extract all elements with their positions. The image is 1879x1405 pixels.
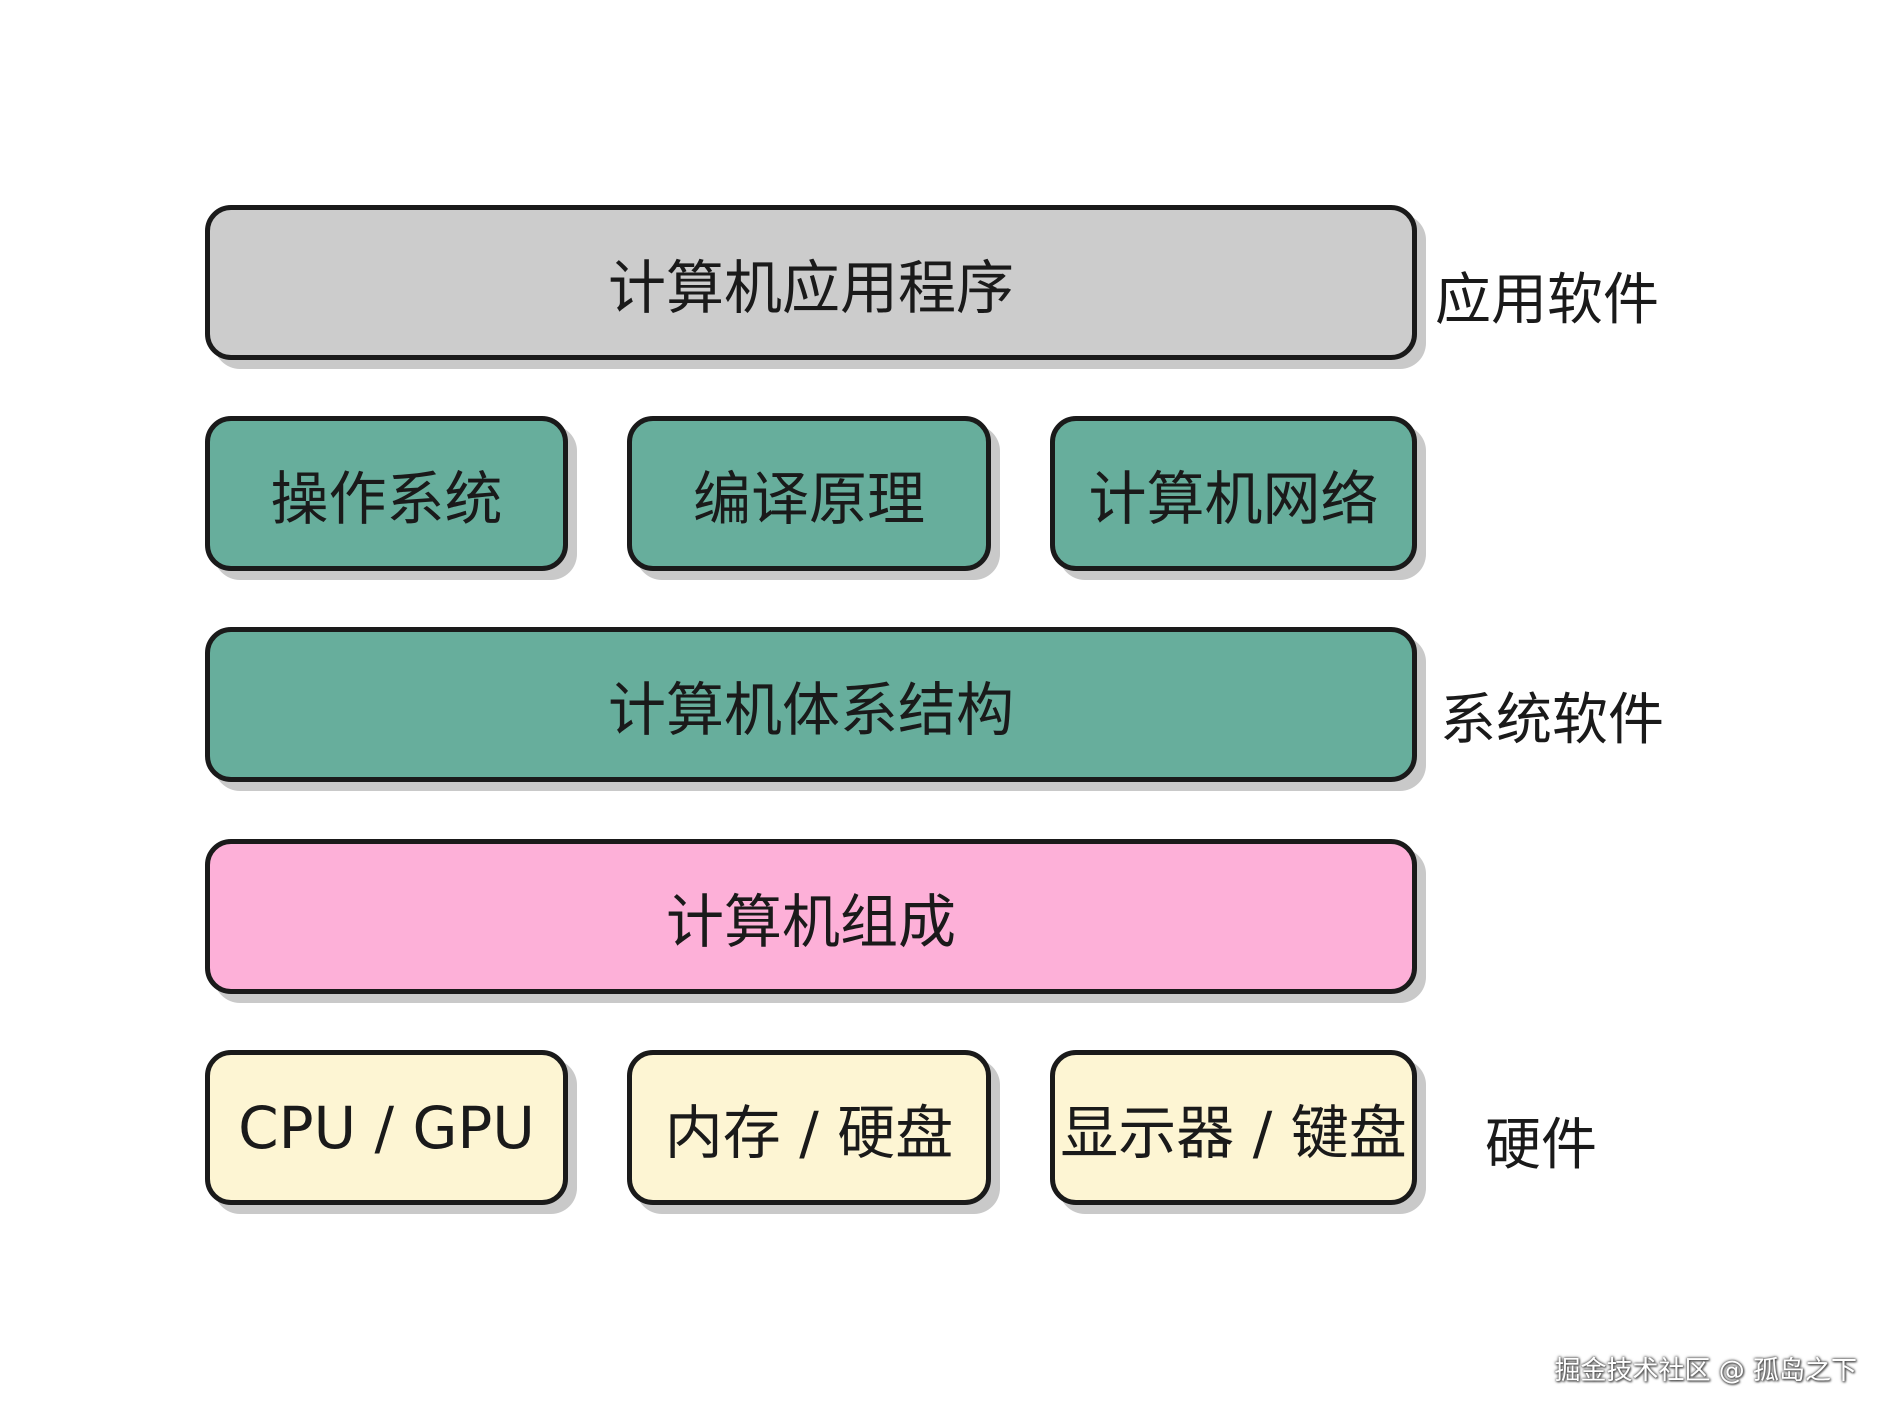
computer-network-box: 计算机网络 [1050,416,1417,571]
cpu-gpu-box: CPU / GPU [205,1050,568,1205]
memory-disk-label: 内存 / 硬盘 [664,1098,954,1167]
application-layer-label: 计算机应用程序 [607,253,1014,322]
display-keyboard-box: 显示器 / 键盘 [1050,1050,1417,1205]
compiler-principles-label: 编译原理 [692,464,925,533]
architecture-layer-label: 计算机体系结构 [607,675,1014,744]
composition-layer-box: 计算机组成 [205,839,1417,994]
compiler-principles-box: 编译原理 [627,416,991,571]
watermark-text: 掘金技术社区 @ 孤岛之下 [1554,1356,1857,1386]
hardware-label: 硬件 [1485,1113,1597,1178]
memory-disk-box: 内存 / 硬盘 [627,1050,991,1205]
computer-network-label: 计算机网络 [1088,464,1379,533]
cpu-gpu-label: CPU / GPU [238,1093,535,1162]
display-keyboard-label: 显示器 / 键盘 [1060,1098,1407,1167]
system-software-label: 系统软件 [1440,688,1664,753]
application-layer-box: 计算机应用程序 [205,205,1417,360]
operating-system-box: 操作系统 [205,416,568,571]
architecture-layer-box: 计算机体系结构 [205,627,1417,782]
operating-system-label: 操作系统 [270,464,503,533]
composition-layer-label: 计算机组成 [665,887,956,956]
application-software-label: 应用软件 [1435,268,1659,333]
